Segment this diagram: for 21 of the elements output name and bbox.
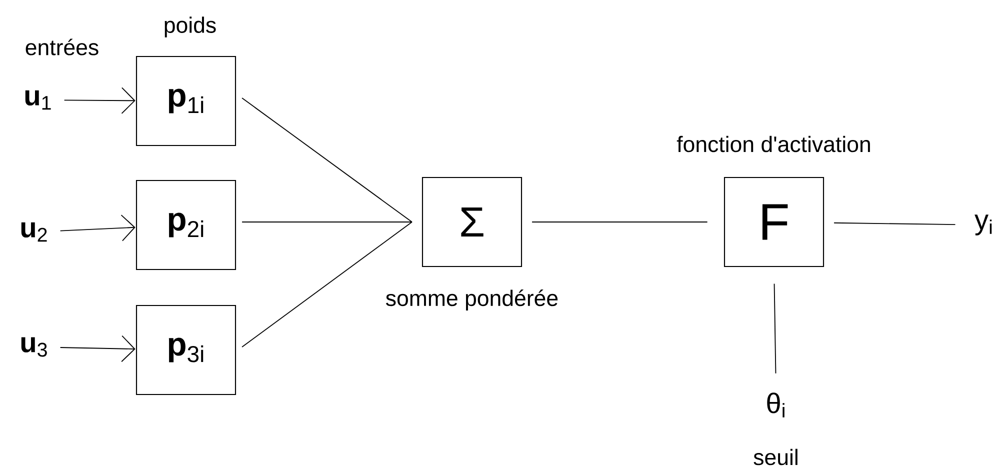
caption-text: fonction d'activation	[676, 136, 870, 152]
weight-box: p$_{2i}$	[136, 180, 236, 270]
summation-box: Σ	[422, 176, 522, 268]
caption-text: seuil	[754, 448, 798, 466]
connector	[774, 283, 776, 374]
variable-label: y$_{i}$	[974, 214, 992, 236]
connector	[60, 335, 136, 362]
weight-box: p$_{1i}$	[136, 56, 236, 146]
variable-label: u$_{3}$	[21, 337, 47, 357]
variable-label: θ$_{i}$	[767, 392, 784, 418]
connector	[64, 87, 136, 114]
variable-label: u$_{2}$	[21, 222, 47, 242]
heading-label: entrées	[26, 38, 98, 56]
weight-box: p$_{3i}$	[136, 304, 236, 396]
connector	[834, 222, 956, 226]
caption-text: somme pondérée	[386, 290, 558, 310]
activation-box: F	[724, 176, 824, 268]
connector	[242, 222, 412, 348]
connector	[242, 98, 412, 222]
variable-label: u$_{1}$	[25, 90, 51, 110]
connector	[60, 214, 136, 242]
